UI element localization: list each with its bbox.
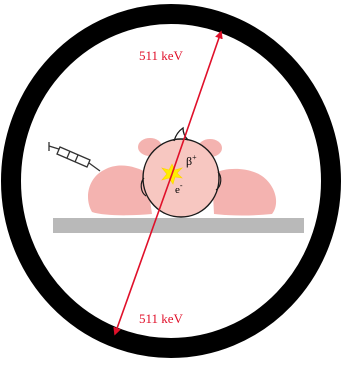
energy-label-bottom: 511 keV [139, 311, 184, 326]
syringe-icon [49, 142, 100, 171]
patient-right-shoulder [212, 169, 276, 216]
patient-table [53, 218, 304, 233]
energy-label-top: 511 keV [139, 48, 184, 63]
